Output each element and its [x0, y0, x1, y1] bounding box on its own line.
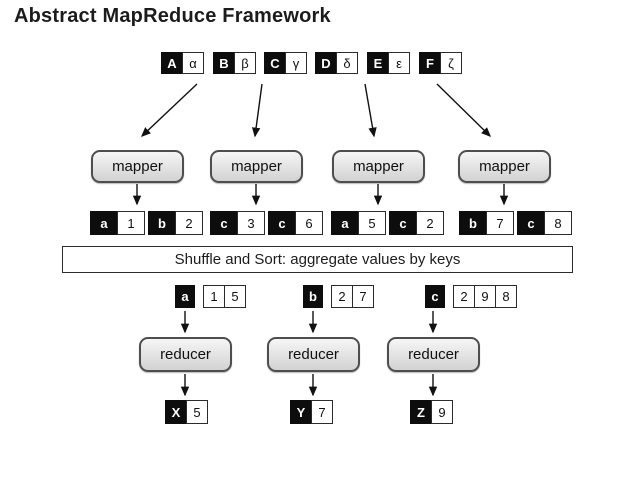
value-cell: ε — [388, 52, 410, 74]
arrow-input-to-mapper-2 — [251, 83, 263, 138]
value-cell: 2 — [175, 211, 203, 235]
mapper-box-2: mapper — [210, 150, 303, 183]
value-cell: 2 — [453, 285, 475, 308]
input-pair-B: B β — [213, 52, 256, 74]
value-list: 2 7 — [331, 285, 374, 308]
kv-pair: a 5 — [331, 211, 386, 235]
value-list: 2 9 8 — [453, 285, 517, 308]
output-pair-Z: Z 9 — [410, 400, 453, 424]
key-cell: c — [517, 211, 545, 235]
kv-pair: c 8 — [517, 211, 572, 235]
key-cell: b — [303, 285, 323, 308]
value-cell: 8 — [544, 211, 572, 235]
key-cell: B — [213, 52, 235, 74]
kv-pair: a 1 — [90, 211, 145, 235]
value-cell: ζ — [440, 52, 462, 74]
mapper4-output-pairs: b 7 c 8 — [459, 211, 572, 235]
group-c: c 2 9 8 — [425, 285, 517, 308]
value-cell: 1 — [117, 211, 145, 235]
value-cell: 5 — [186, 400, 208, 424]
kv-pair: c 2 — [389, 211, 444, 235]
value-cell: 9 — [474, 285, 496, 308]
value-cell: β — [234, 52, 256, 74]
value-cell: α — [182, 52, 204, 74]
input-pair-E: E ε — [367, 52, 410, 74]
reducer-box-2: reducer — [267, 337, 360, 372]
input-pair-C: C γ — [264, 52, 307, 74]
arrow-input-to-mapper-1 — [140, 83, 198, 137]
key-cell: A — [161, 52, 183, 74]
key-cell: C — [264, 52, 286, 74]
group-a: a 1 5 — [175, 285, 246, 308]
value-cell: 6 — [295, 211, 323, 235]
shuffle-sort-bar: Shuffle and Sort: aggregate values by ke… — [62, 246, 573, 273]
kv-pair: b 2 — [148, 211, 203, 235]
output-pair-Y: Y 7 — [290, 400, 333, 424]
arrow-input-to-mapper-3 — [364, 83, 377, 138]
value-cell: γ — [285, 52, 307, 74]
mapper-box-4: mapper — [458, 150, 551, 183]
key-cell: a — [90, 211, 118, 235]
key-cell: c — [210, 211, 238, 235]
mapper-box-1: mapper — [91, 150, 184, 183]
value-cell: 7 — [486, 211, 514, 235]
mapper3-output-pairs: a 5 c 2 — [331, 211, 444, 235]
input-pair-A: A α — [161, 52, 204, 74]
kv-pair: c 3 — [210, 211, 265, 235]
value-cell: 1 — [203, 285, 225, 308]
reducer-box-1: reducer — [139, 337, 232, 372]
value-cell: δ — [336, 52, 358, 74]
key-cell: Y — [290, 400, 312, 424]
key-cell: a — [331, 211, 359, 235]
value-cell: 3 — [237, 211, 265, 235]
key-cell: a — [175, 285, 195, 308]
key-cell: c — [268, 211, 296, 235]
key-cell: c — [389, 211, 417, 235]
arrow-input-to-mapper-4 — [436, 83, 491, 137]
value-cell: 5 — [358, 211, 386, 235]
output-pair-X: X 5 — [165, 400, 208, 424]
value-cell: 2 — [416, 211, 444, 235]
key-cell: D — [315, 52, 337, 74]
value-cell: 2 — [331, 285, 353, 308]
reducer-box-3: reducer — [387, 337, 480, 372]
key-cell: F — [419, 52, 441, 74]
mapper1-output-pairs: a 1 b 2 — [90, 211, 203, 235]
value-cell: 5 — [224, 285, 246, 308]
mapper2-output-pairs: c 3 c 6 — [210, 211, 323, 235]
mapper-box-3: mapper — [332, 150, 425, 183]
group-b: b 2 7 — [303, 285, 374, 308]
input-pair-D: D δ — [315, 52, 358, 74]
input-pair-F: F ζ — [419, 52, 462, 74]
kv-pair: c 6 — [268, 211, 323, 235]
page-title: Abstract MapReduce Framework — [14, 5, 331, 27]
key-cell: c — [425, 285, 445, 308]
value-list: 1 5 — [203, 285, 246, 308]
key-cell: Z — [410, 400, 432, 424]
key-cell: b — [148, 211, 176, 235]
key-cell: X — [165, 400, 187, 424]
key-cell: b — [459, 211, 487, 235]
value-cell: 8 — [495, 285, 517, 308]
kv-pair: b 7 — [459, 211, 514, 235]
value-cell: 9 — [431, 400, 453, 424]
key-cell: E — [367, 52, 389, 74]
value-cell: 7 — [352, 285, 374, 308]
value-cell: 7 — [311, 400, 333, 424]
